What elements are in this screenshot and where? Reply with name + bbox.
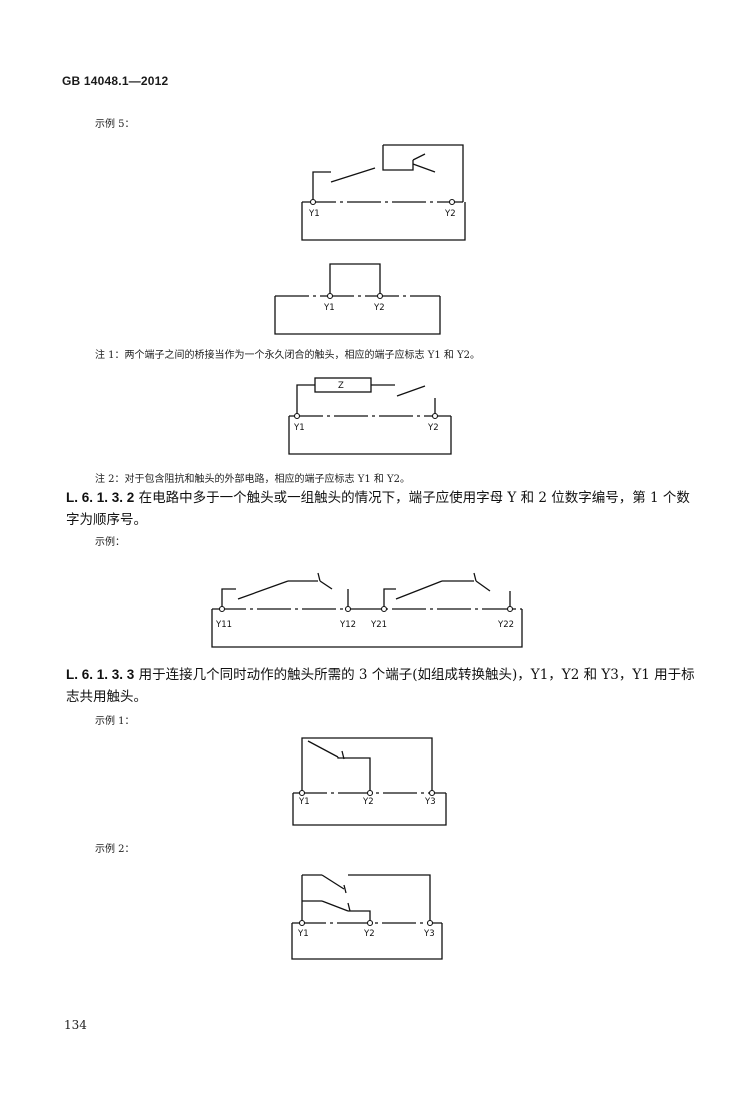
terminal-y11 [218, 605, 226, 613]
contact-blade [395, 580, 443, 600]
page-number: 134 [64, 1018, 87, 1032]
label-y12: Y12 [339, 620, 356, 630]
terminal-y21 [380, 605, 388, 613]
label-y3: Y3 [424, 797, 436, 807]
wire [348, 874, 431, 923]
enclosure [288, 416, 452, 455]
wire [221, 588, 236, 609]
wire [383, 144, 464, 202]
terminal-y12 [344, 605, 352, 613]
circuit-diagram-impedance: Z Y1 Y2 [288, 377, 452, 455]
label-z: Z [338, 381, 344, 391]
circuit-diagram-changeover-1: Y1 Y2 Y3 [292, 737, 447, 826]
contact-actuator [475, 580, 491, 592]
label-y1: Y1 [293, 423, 305, 433]
enclosure [291, 923, 443, 960]
terminal-y1 [309, 198, 317, 206]
contact-actuator [319, 580, 333, 590]
note-2: 注 2：对于包含阻抗和触头的外部电路，相应的端子应标志 Y1 和 Y2。 [95, 474, 411, 485]
circuit-diagram-bridge: Y1 Y2 [274, 263, 441, 335]
example1-label: 示例 1： [95, 716, 135, 727]
contact-actuator [317, 572, 321, 582]
contact-blade [321, 874, 345, 890]
contact-blade [396, 385, 426, 397]
label-y3: Y3 [423, 929, 435, 939]
wire [312, 171, 331, 202]
example2-label: 示例 2： [95, 844, 135, 855]
enclosure [301, 202, 466, 241]
bridge-wire [329, 263, 381, 296]
enclosure [211, 609, 523, 648]
contact-blade [330, 167, 376, 183]
example5-label: 示例 5： [95, 119, 135, 130]
example-label: 示例： [95, 537, 125, 548]
terminal-y1 [293, 412, 301, 420]
note-1: 注 1：两个端子之间的桥接当作为一个永久闭合的触头，相应的端子应标志 Y1 和 … [95, 350, 481, 361]
circuit-diagram-changeover-2: Y1 Y2 Y3 [291, 874, 443, 960]
terminal-y2 [431, 412, 439, 420]
enclosure [274, 296, 441, 335]
section-l6133: L. 6. 1. 3. 3 用于连接几个同时动作的触头所需的 3 个端子(如组成… [66, 664, 696, 708]
wire [337, 757, 371, 793]
section-l6132: L. 6. 1. 3. 2 在电路中多于一个触头或一组触头的情况下，端子应使用字… [66, 487, 696, 531]
section-text: 用于连接几个同时动作的触头所需的 3 个端子(如组成转换触头)，Y1，Y2 和 … [66, 667, 695, 705]
enclosure [292, 793, 447, 826]
label-y1: Y1 [323, 303, 335, 313]
terminal-y3 [428, 789, 436, 797]
label-y2: Y2 [427, 423, 439, 433]
label-y1: Y1 [308, 209, 320, 219]
terminal-y1 [326, 292, 334, 300]
section-number: L. 6. 1. 3. 2 [66, 490, 135, 505]
label-y2: Y2 [444, 209, 456, 219]
label-y2: Y2 [363, 929, 375, 939]
contact-blade [412, 163, 436, 173]
contact-actuator [347, 902, 351, 912]
label-y22: Y22 [497, 620, 514, 630]
wire [382, 145, 414, 171]
contact-actuator [412, 153, 426, 161]
contact-blade [321, 900, 349, 912]
wire [348, 910, 371, 923]
label-y2: Y2 [373, 303, 385, 313]
wire [301, 737, 433, 793]
standard-number: GB 14048.1—2012 [62, 74, 169, 88]
terminal-y1 [298, 919, 306, 927]
label-y1: Y1 [297, 929, 309, 939]
contact-actuator [473, 572, 477, 582]
terminal-y22 [506, 605, 514, 613]
wire [296, 384, 315, 416]
label-y1: Y1 [298, 797, 310, 807]
terminal-y1 [298, 789, 306, 797]
circuit-diagram-two-groups: Y11 Y12 Y21 Y22 [211, 572, 523, 648]
wire [383, 588, 396, 609]
section-text: 在电路中多于一个触头或一组触头的情况下，端子应使用字母 Y 和 2 位数字编号，… [66, 490, 690, 528]
terminal-y2 [376, 292, 384, 300]
label-y2: Y2 [362, 797, 374, 807]
terminal-y2 [448, 198, 456, 206]
contact-blade [307, 740, 339, 758]
terminal-y3 [426, 919, 434, 927]
terminal-y2 [366, 789, 374, 797]
section-number: L. 6. 1. 3. 3 [66, 667, 135, 682]
label-y21: Y21 [370, 620, 387, 630]
contact-blade [237, 580, 289, 600]
label-y11: Y11 [215, 620, 232, 630]
contact-actuator [343, 884, 347, 894]
terminal-y2 [366, 919, 374, 927]
circuit-diagram-example5a: Y1 Y2 [301, 144, 466, 241]
